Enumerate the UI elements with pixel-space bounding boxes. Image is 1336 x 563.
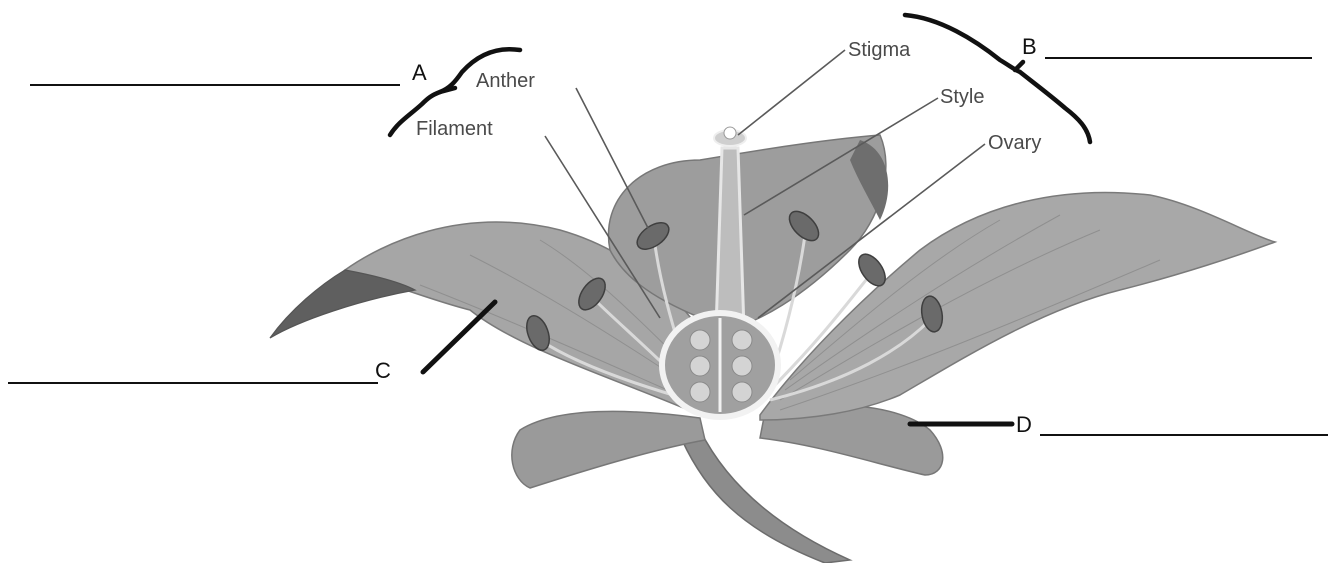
blank-c-letter: C xyxy=(375,358,391,383)
style-label: Style xyxy=(940,86,984,108)
blank-d: D xyxy=(910,412,1328,437)
flower-illustration xyxy=(270,127,1275,563)
blank-b-bracket xyxy=(905,15,1090,142)
lower-left-petal xyxy=(512,411,705,488)
blank-b-letter: B xyxy=(1022,34,1037,59)
blank-b-bracket-notch xyxy=(1015,62,1023,70)
filament-label: Filament xyxy=(416,118,493,140)
blank-c-pointer xyxy=(423,302,495,372)
stigma-leader xyxy=(738,50,845,135)
blank-c: C xyxy=(8,302,495,383)
stigma-label: Stigma xyxy=(848,39,911,61)
stigma-tip xyxy=(714,127,746,146)
blank-a-letter: A xyxy=(412,60,427,85)
anther-label: Anther xyxy=(476,70,535,92)
style-stalk xyxy=(716,148,744,330)
blank-d-letter: D xyxy=(1016,412,1032,437)
blank-b: B xyxy=(905,15,1312,142)
ovary xyxy=(662,313,778,417)
anther-leader xyxy=(576,88,648,228)
ovary-label: Ovary xyxy=(988,132,1041,154)
